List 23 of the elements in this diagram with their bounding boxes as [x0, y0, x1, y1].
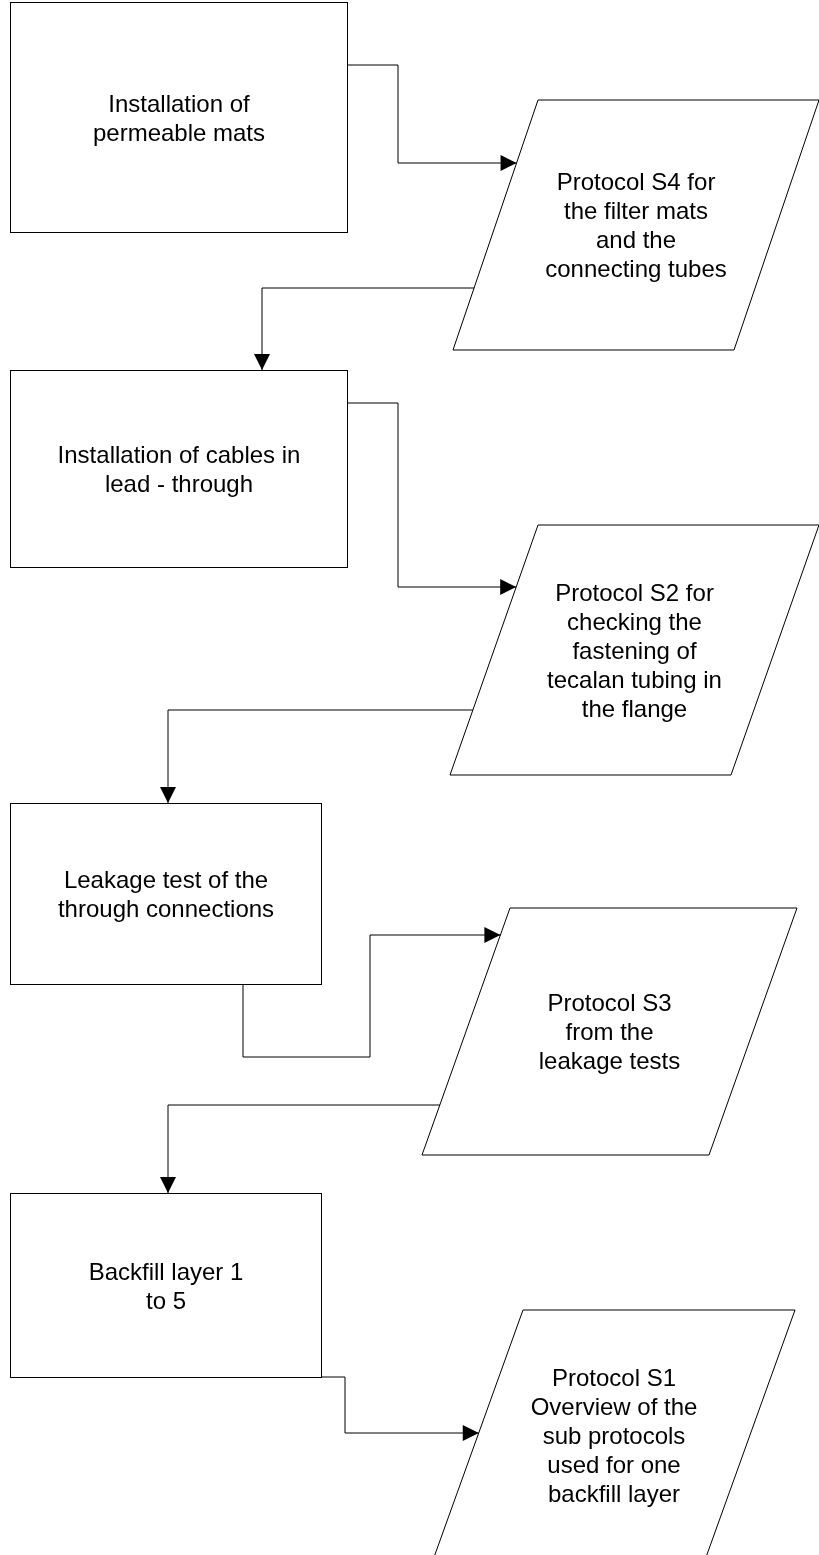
- arrow: [347, 402, 517, 595]
- arrow: [347, 64, 518, 171]
- process-box: [10, 803, 322, 985]
- arrow: [160, 709, 474, 804]
- process-box: [10, 2, 348, 233]
- arrow: [321, 1376, 480, 1441]
- process-box: [10, 370, 348, 568]
- arrow: [242, 927, 501, 1058]
- arrow: [254, 287, 475, 371]
- node-label: Leakage test of the through connections: [56, 865, 276, 923]
- data-parallelogram: [422, 908, 797, 1155]
- node-label: Installation of cables in lead - through: [56, 440, 302, 498]
- node-label: Backfill layer 1 to 5: [87, 1256, 245, 1315]
- arrow: [160, 1104, 441, 1194]
- node-label: Installation of permeable mats: [91, 88, 267, 147]
- node-label: Protocol S1 Overview of the sub protocols used for one backfill layer: [529, 1362, 699, 1508]
- data-parallelogram: [433, 1310, 795, 1555]
- node-label: Protocol S3 from the leakage tests: [537, 988, 682, 1075]
- node-label: Protocol S2 for checking the fastening of tecalan tubing in the flange: [546, 577, 723, 723]
- data-parallelogram: [453, 100, 819, 350]
- node-label: Protocol S4 for the filter mats and the connecting tubes: [544, 167, 728, 283]
- process-box: [10, 1193, 322, 1378]
- data-parallelogram: [450, 525, 819, 775]
